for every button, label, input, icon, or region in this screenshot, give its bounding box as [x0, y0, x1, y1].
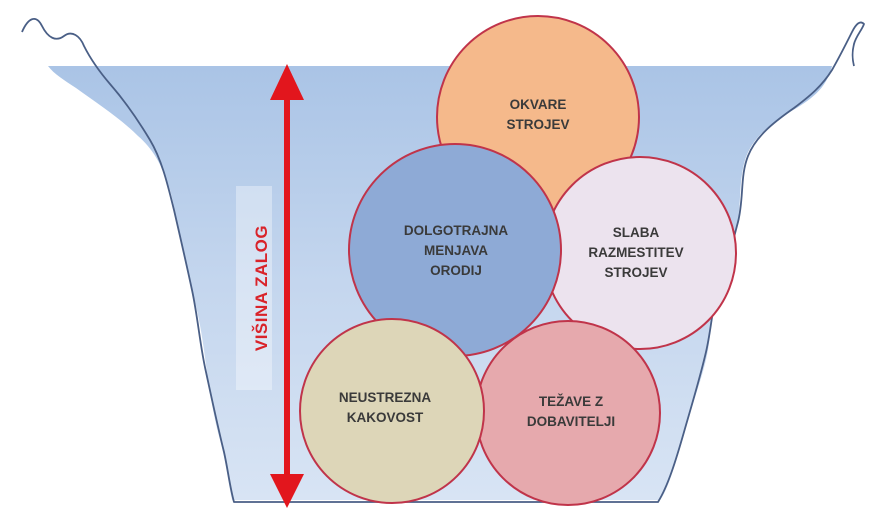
height-arrow-head-bottom — [270, 474, 304, 508]
axis-label-visina-zalog: VIŠINA ZALOG — [252, 224, 271, 352]
label-slaba-razmestitev-strojev: SLABA RAZMESTITEV STROJEV — [588, 225, 684, 280]
height-arrow-head-top — [270, 64, 304, 100]
label-dolgotrajna-menjava-orodij: DOLGOTRAJNA MENJAVA ORODIJ — [403, 223, 509, 278]
label-neustrezna-kakovost: NEUSTREZNA KAKOVOST — [338, 390, 432, 425]
axis-label-backdrop — [236, 186, 272, 390]
label-tezave-z-dobavitelji: TEŽAVE Z DOBAVITELJI — [526, 394, 616, 429]
terrain-outline — [21, 18, 865, 503]
circle-neustrezna-kakovost — [299, 318, 485, 504]
label-okvare-strojev: OKVARE STROJEV — [506, 97, 570, 132]
